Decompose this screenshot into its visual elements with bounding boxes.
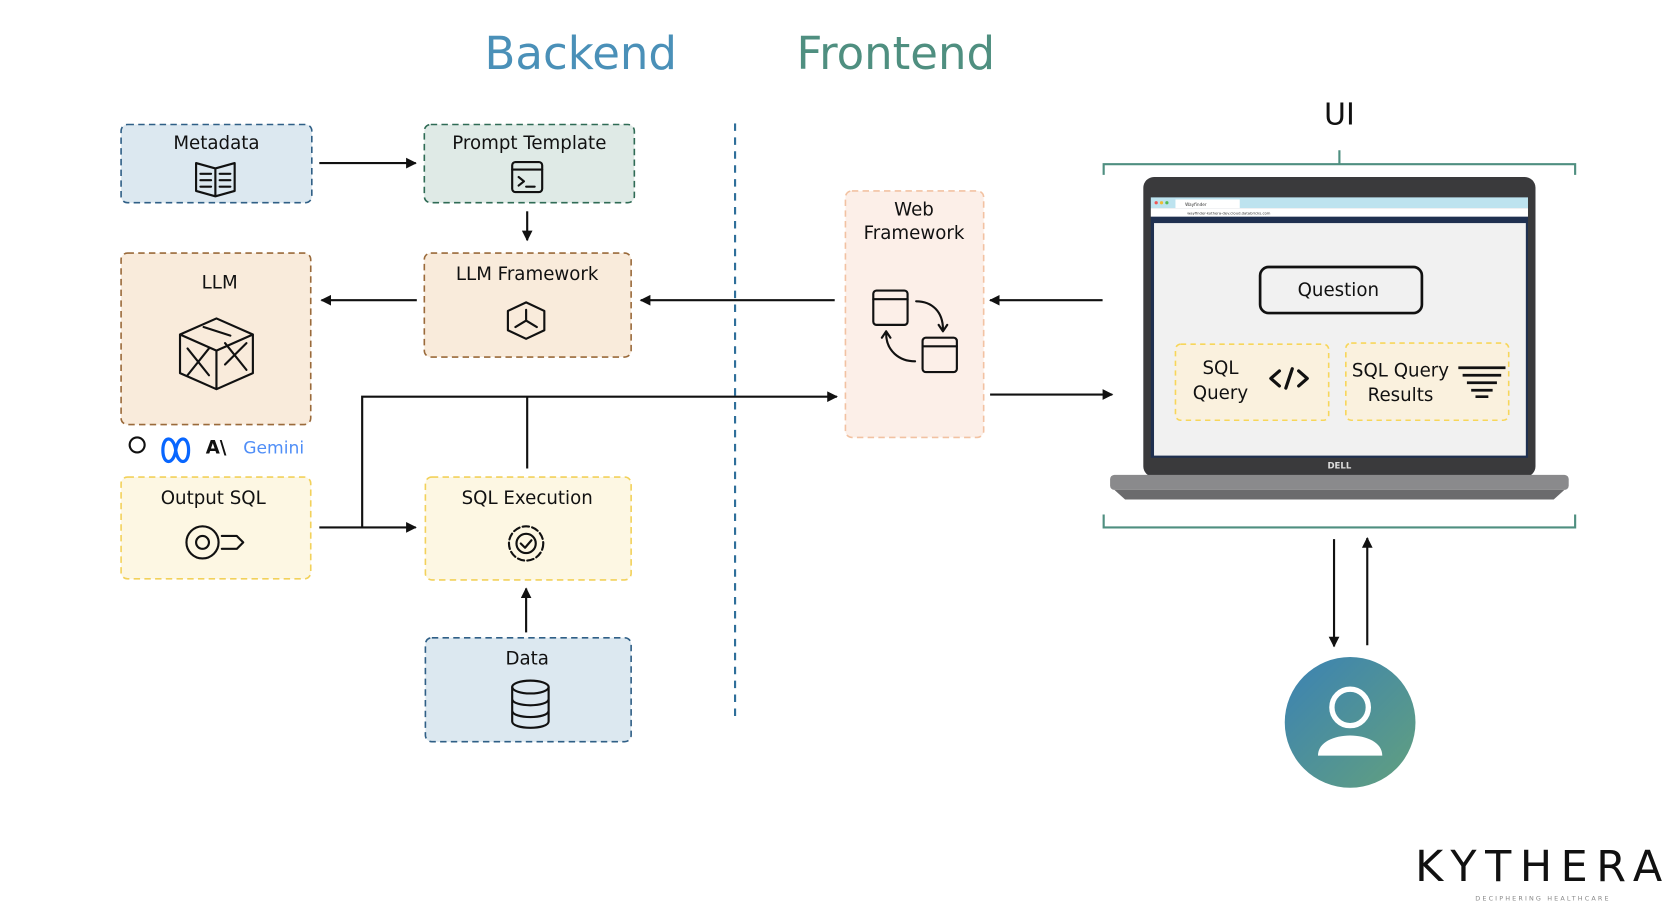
llm-framework-node: LLM Framework — [423, 252, 632, 358]
gear-export-icon — [185, 525, 245, 560]
sql-query-label-line2: Query — [1193, 383, 1249, 404]
arrow-output-to-web — [361, 391, 838, 528]
neural-cube-icon — [178, 317, 254, 391]
results-list-icon — [1458, 366, 1506, 399]
web-framework-label-line2: Framework — [864, 223, 965, 244]
sync-windows-icon — [872, 289, 958, 374]
metadata-node: Metadata — [120, 123, 313, 204]
code-icon — [1269, 367, 1309, 390]
llm-node: LLM — [120, 252, 312, 426]
kythera-logo: KYTHERA DECIPHERING HEALTHCARE — [1415, 842, 1663, 902]
sql-results-label-line2: Results — [1368, 385, 1434, 406]
llm-label: LLM — [202, 272, 238, 293]
connectors — [319, 157, 1373, 648]
question-label: Question — [1298, 280, 1379, 301]
browser-tab-bar — [1150, 197, 1528, 209]
prompt-template-node: Prompt Template — [423, 123, 636, 204]
frontend-title: Frontend — [796, 27, 995, 80]
sql-query-label-line1: SQL — [1202, 358, 1239, 379]
browser-url: wayfinder-kythera-dev.cloud.databricks.c… — [1187, 212, 1271, 216]
user-avatar — [1284, 657, 1416, 788]
anthropic-logo-icon: A\ — [206, 437, 227, 458]
metadata-label: Metadata — [173, 133, 259, 154]
gemini-logo: Gemini — [243, 438, 304, 458]
sql-execution-label: SQL Execution — [462, 488, 593, 509]
browser-address-bar — [1150, 208, 1528, 217]
llm-provider-logos: A\ Gemini — [128, 436, 304, 464]
ui-bracket — [1102, 150, 1577, 529]
question-box — [1258, 265, 1424, 315]
web-framework-node: Web Framework — [844, 190, 985, 439]
database-icon — [511, 679, 550, 729]
openai-logo-icon — [128, 436, 146, 454]
prompt-template-label: Prompt Template — [452, 133, 606, 154]
gear-check-icon — [507, 525, 545, 562]
output-sql-node: Output SQL — [120, 476, 312, 580]
laptop: DELL Wayfinder wayfinder-kythera-dev.clo… — [1110, 177, 1569, 500]
llm-framework-label: LLM Framework — [456, 264, 599, 285]
data-label: Data — [505, 649, 548, 670]
sql-query-box — [1174, 343, 1330, 422]
laptop-brand: DELL — [1327, 461, 1351, 471]
ui-title: UI — [1324, 98, 1355, 133]
web-framework-label-line1: Web — [894, 200, 934, 221]
terminal-icon — [511, 160, 544, 194]
book-icon — [195, 162, 236, 198]
framework-cube-icon — [506, 301, 546, 340]
logo-wordmark: KYTHERA — [1415, 842, 1663, 892]
sql-results-box — [1345, 342, 1510, 422]
browser-tab-title: Wayfinder — [1185, 202, 1207, 208]
sql-execution-node: SQL Execution — [424, 476, 632, 581]
logo-tagline: DECIPHERING HEALTHCARE — [1475, 894, 1610, 902]
user-icon — [1329, 686, 1372, 729]
meta-logo-icon — [161, 437, 191, 464]
backend-title: Backend — [485, 27, 677, 80]
data-node: Data — [424, 636, 632, 743]
output-sql-label: Output SQL — [161, 488, 267, 509]
sql-results-label-line1: SQL Query — [1352, 360, 1449, 381]
